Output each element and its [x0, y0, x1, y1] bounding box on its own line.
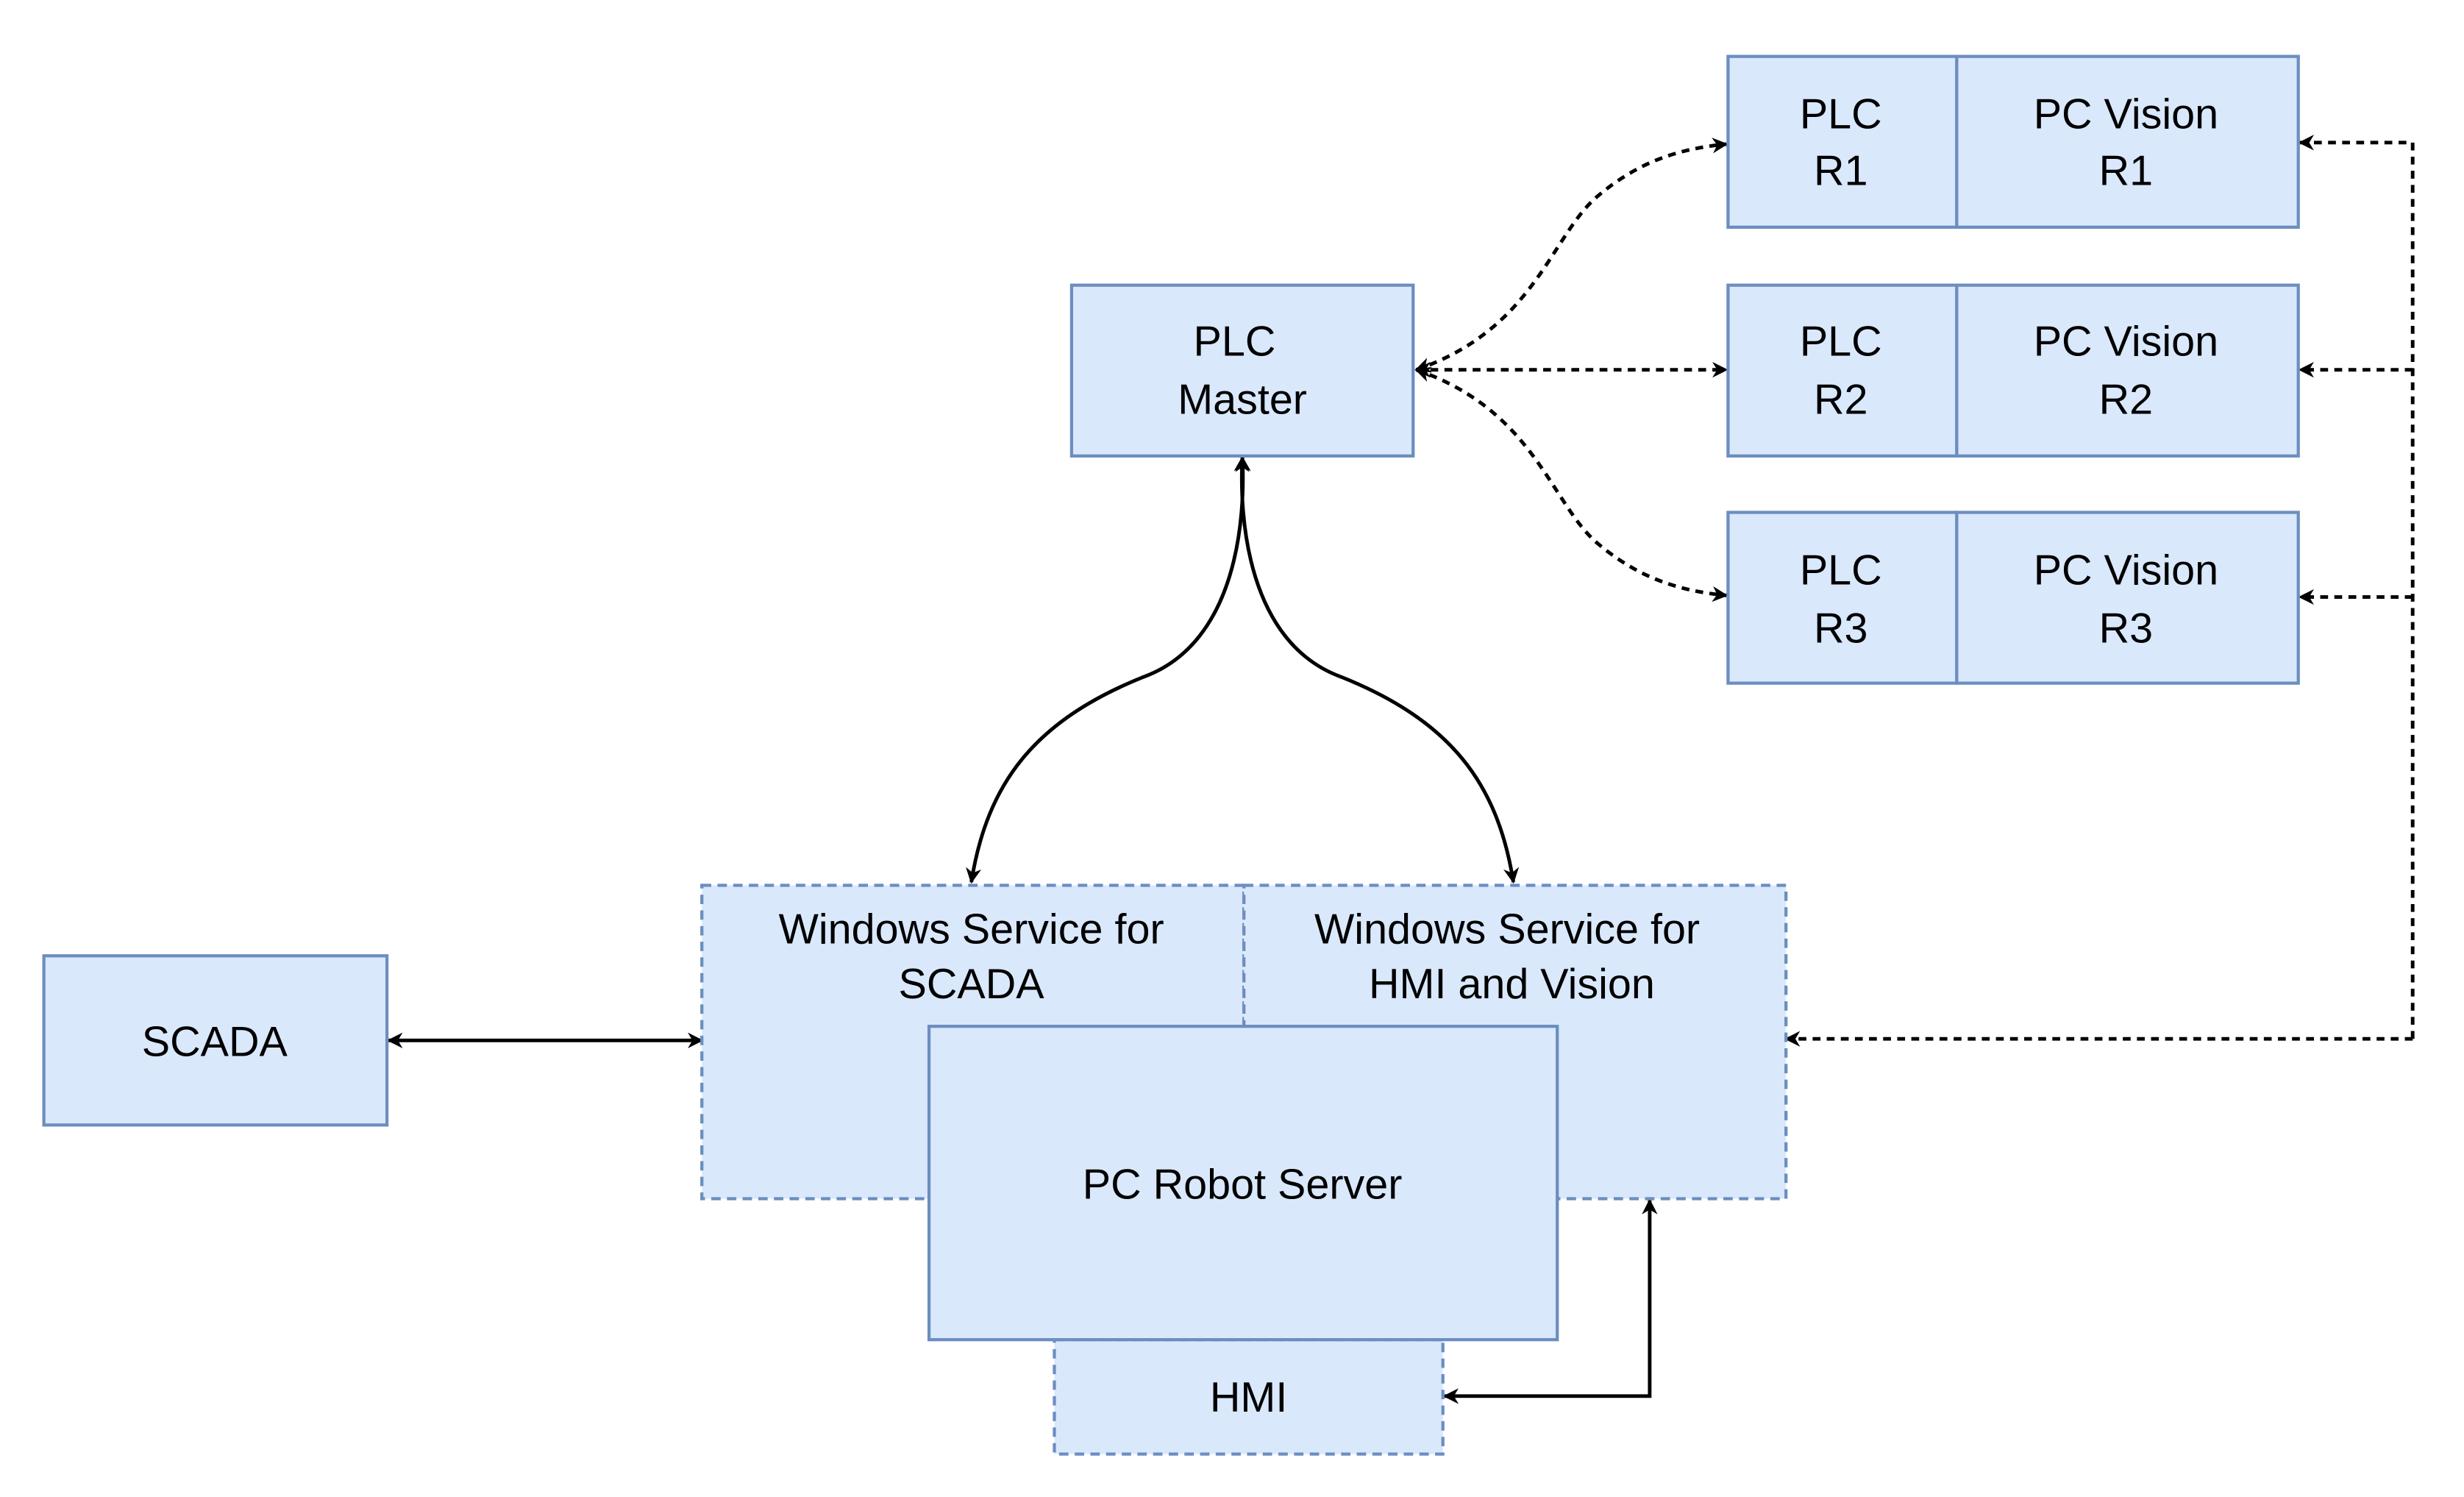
windows-service-hmi-vision-line2: HMI and Vision	[1369, 961, 1655, 1008]
pc-vision-r2-line2: R2	[2099, 376, 2154, 423]
pc-vision-r1-line2: R1	[2099, 147, 2154, 194]
svg-text:R1: R1	[2099, 147, 2154, 194]
windows-service-scada-line2: SCADA	[899, 961, 1045, 1008]
pc-vision-r3-line1: PC Vision	[2034, 547, 2218, 594]
svg-text:R1: R1	[1814, 147, 1868, 194]
connector-master-r3	[1414, 366, 1728, 602]
svg-text:PLC: PLC	[1800, 319, 1882, 366]
pc-vision-r3-node[interactable]: PC Vision R3	[1955, 511, 2300, 685]
hmi-label: HMI	[1210, 1374, 1287, 1421]
connector-master-r1	[1414, 138, 1728, 373]
plc-master-line2: Master	[1178, 376, 1307, 423]
scada-node[interactable]: SCADA	[42, 954, 389, 1127]
plc-r1-node[interactable]: PLC R1	[1726, 54, 1959, 229]
svg-text:SCADA: SCADA	[899, 961, 1045, 1008]
plc-r3-line1: PLC	[1800, 547, 1882, 594]
svg-text:Windows Service for: Windows Service for	[1314, 906, 1700, 953]
svg-text:R2: R2	[1814, 376, 1868, 423]
pc-vision-r2-node[interactable]: PC Vision R2	[1955, 283, 2300, 458]
windows-service-scada-line1: Windows Service for	[779, 906, 1164, 953]
plc-r3-node[interactable]: PLC R3	[1726, 511, 1959, 685]
plc-r2-node[interactable]: PLC R2	[1726, 283, 1959, 458]
hmi-node[interactable]: HMI	[1053, 1338, 1445, 1456]
windows-service-hmi-vision-line1: Windows Service for	[1314, 906, 1700, 953]
svg-text:PC Vision: PC Vision	[2034, 91, 2218, 138]
connector-vision-bus	[2298, 135, 2415, 1039]
svg-text:PLC: PLC	[1194, 319, 1276, 366]
svg-text:PLC: PLC	[1800, 91, 1882, 138]
svg-text:Master: Master	[1178, 376, 1307, 423]
pc-vision-r1-line1: PC Vision	[2034, 91, 2218, 138]
svg-text:HMI and Vision: HMI and Vision	[1369, 961, 1655, 1008]
nodes: Windows Service for SCADA Windows Servic…	[42, 54, 2300, 1456]
svg-text:PC Vision: PC Vision	[2034, 319, 2218, 366]
svg-text:HMI: HMI	[1210, 1374, 1287, 1421]
pc-vision-r3-line2: R3	[2099, 605, 2154, 652]
pc-robot-server-node[interactable]: PC Robot Server	[927, 1025, 1559, 1342]
plc-master-line1: PLC	[1194, 319, 1276, 366]
connectors	[387, 135, 2415, 1404]
plc-r2-line1: PLC	[1800, 319, 1882, 366]
svg-text:Windows Service for: Windows Service for	[779, 906, 1164, 953]
scada-label: SCADA	[142, 1019, 288, 1066]
plc-r1-line2: R1	[1814, 147, 1868, 194]
svg-text:R2: R2	[2099, 376, 2154, 423]
connector-master-ws-hmi	[1233, 455, 1520, 884]
plc-r2-line2: R2	[1814, 376, 1868, 423]
svg-text:PC Vision: PC Vision	[2034, 547, 2218, 594]
pc-vision-r2-line1: PC Vision	[2034, 319, 2218, 366]
svg-text:PC Robot Server: PC Robot Server	[1083, 1161, 1403, 1208]
svg-text:SCADA: SCADA	[142, 1019, 288, 1066]
plc-r3-line2: R3	[1814, 605, 1868, 652]
pc-vision-r1-node[interactable]: PC Vision R1	[1955, 54, 2300, 229]
svg-text:PLC: PLC	[1800, 547, 1882, 594]
pc-robot-server-label: PC Robot Server	[1083, 1161, 1403, 1208]
plc-r1-line1: PLC	[1800, 91, 1882, 138]
svg-text:R3: R3	[1814, 605, 1868, 652]
plc-master-node[interactable]: PLC Master	[1069, 283, 1415, 458]
connector-hmi-ws	[1442, 1198, 1658, 1404]
svg-text:R3: R3	[2099, 605, 2154, 652]
connector-master-ws-scada	[966, 455, 1251, 884]
